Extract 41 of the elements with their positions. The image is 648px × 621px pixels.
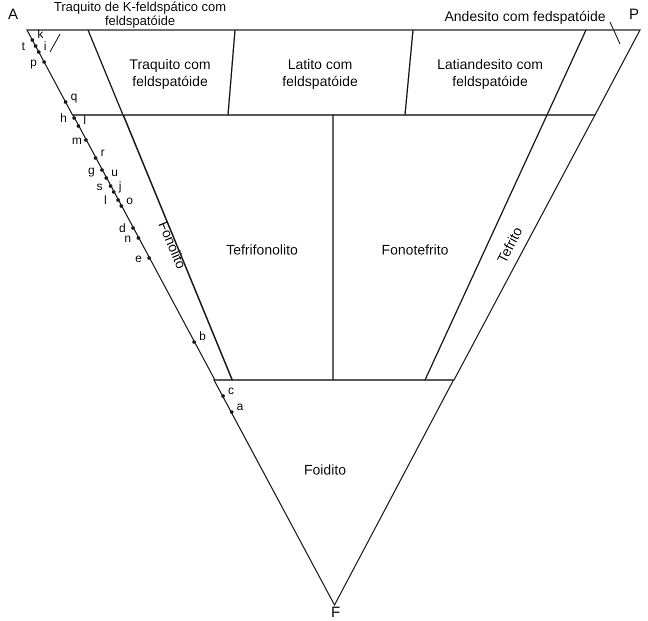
field-name: Tefrifonolito bbox=[225, 242, 299, 258]
point-label: n bbox=[124, 232, 132, 245]
point-label: m bbox=[72, 134, 82, 147]
leader-text: Andesito com fedspatóide bbox=[430, 8, 620, 24]
field-region bbox=[228, 30, 413, 115]
leader-line bbox=[50, 34, 60, 52]
vertex-label: A bbox=[8, 8, 18, 21]
field-name: Latito com feldspatóide bbox=[281, 56, 359, 90]
leader-text: Traquito de K-feldspático com feldspatóide bbox=[52, 0, 228, 28]
vertex-label: P bbox=[629, 8, 640, 21]
point-label: d bbox=[119, 222, 126, 235]
point-label: h bbox=[60, 112, 67, 125]
point-label: i bbox=[44, 40, 46, 53]
point-label: t bbox=[22, 40, 25, 53]
point-label: j bbox=[118, 180, 122, 193]
field-name: Fonotefrito bbox=[380, 242, 450, 258]
point-label: l bbox=[104, 194, 107, 207]
point-label: l bbox=[83, 114, 86, 127]
field-region bbox=[405, 30, 586, 115]
field-region bbox=[123, 115, 333, 380]
point-label: s bbox=[96, 180, 103, 193]
point-label: o bbox=[126, 194, 133, 207]
point-label: g bbox=[88, 164, 95, 177]
vertex-label: F bbox=[331, 606, 340, 619]
point-label: r bbox=[100, 146, 105, 159]
field-region bbox=[214, 380, 454, 605]
field-region bbox=[88, 30, 235, 115]
point-label: b bbox=[199, 330, 206, 343]
leader-line bbox=[610, 22, 620, 44]
point-label: k bbox=[37, 28, 44, 41]
field-region bbox=[547, 30, 640, 115]
point-label: c bbox=[228, 384, 234, 397]
point-label: e bbox=[135, 252, 142, 265]
point-label: a bbox=[236, 400, 244, 413]
point-label: p bbox=[30, 56, 37, 69]
point-label: q bbox=[70, 90, 78, 103]
field-name: Traquito com feldspatóide bbox=[128, 56, 212, 90]
field-name: Latiandesito com feldspatóide bbox=[436, 56, 544, 90]
point-label: u bbox=[111, 166, 118, 179]
field-region bbox=[333, 115, 547, 380]
field-name: Foidito bbox=[302, 462, 347, 478]
